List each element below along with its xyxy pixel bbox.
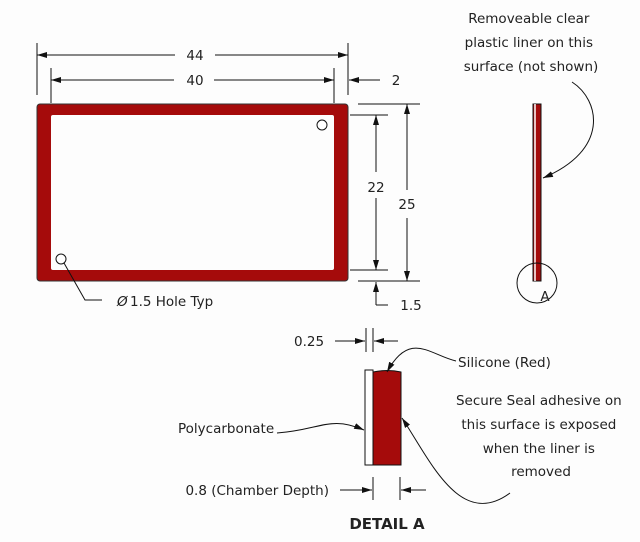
hole-top-right [316, 119, 328, 131]
hole-bottom-left [55, 253, 67, 265]
dim-40: 40 [186, 73, 203, 89]
polycarbonate-leader [276, 422, 365, 434]
detail-a-callout-circle [516, 262, 558, 304]
chamber-window [51, 115, 334, 270]
liner-leader [542, 81, 594, 179]
dim-2: 2 [392, 73, 401, 89]
dim-0-25: 0.25 [294, 334, 324, 350]
polycarbonate-label: Polycarbonate [178, 421, 274, 437]
dim-22: 22 [367, 180, 384, 196]
detail-title: DETAIL A [349, 515, 425, 533]
adhesive-leader [401, 417, 511, 504]
hole-diameter-symbol: Ø [116, 294, 128, 310]
hole-label: 1.5 Hole Typ [130, 294, 213, 310]
dim-1-5: 1.5 [400, 298, 421, 314]
side-view-strip [532, 103, 542, 282]
polycarbonate-layer [364, 369, 374, 466]
dim-44: 44 [186, 48, 203, 64]
liner-note: Removeable clear plastic liner on this s… [464, 11, 599, 75]
dim-chamber-depth: 0.8 (Chamber Depth) [185, 483, 329, 499]
dim-25: 25 [398, 197, 415, 213]
silicone-label: Silicone (Red) [458, 355, 551, 371]
silicone-layer [372, 370, 402, 466]
detail-marker: A [540, 289, 550, 305]
hole-leader [63, 262, 102, 301]
silicone-leader [386, 347, 457, 373]
adhesive-note: Secure Seal adhesive on this surface is … [456, 393, 626, 480]
